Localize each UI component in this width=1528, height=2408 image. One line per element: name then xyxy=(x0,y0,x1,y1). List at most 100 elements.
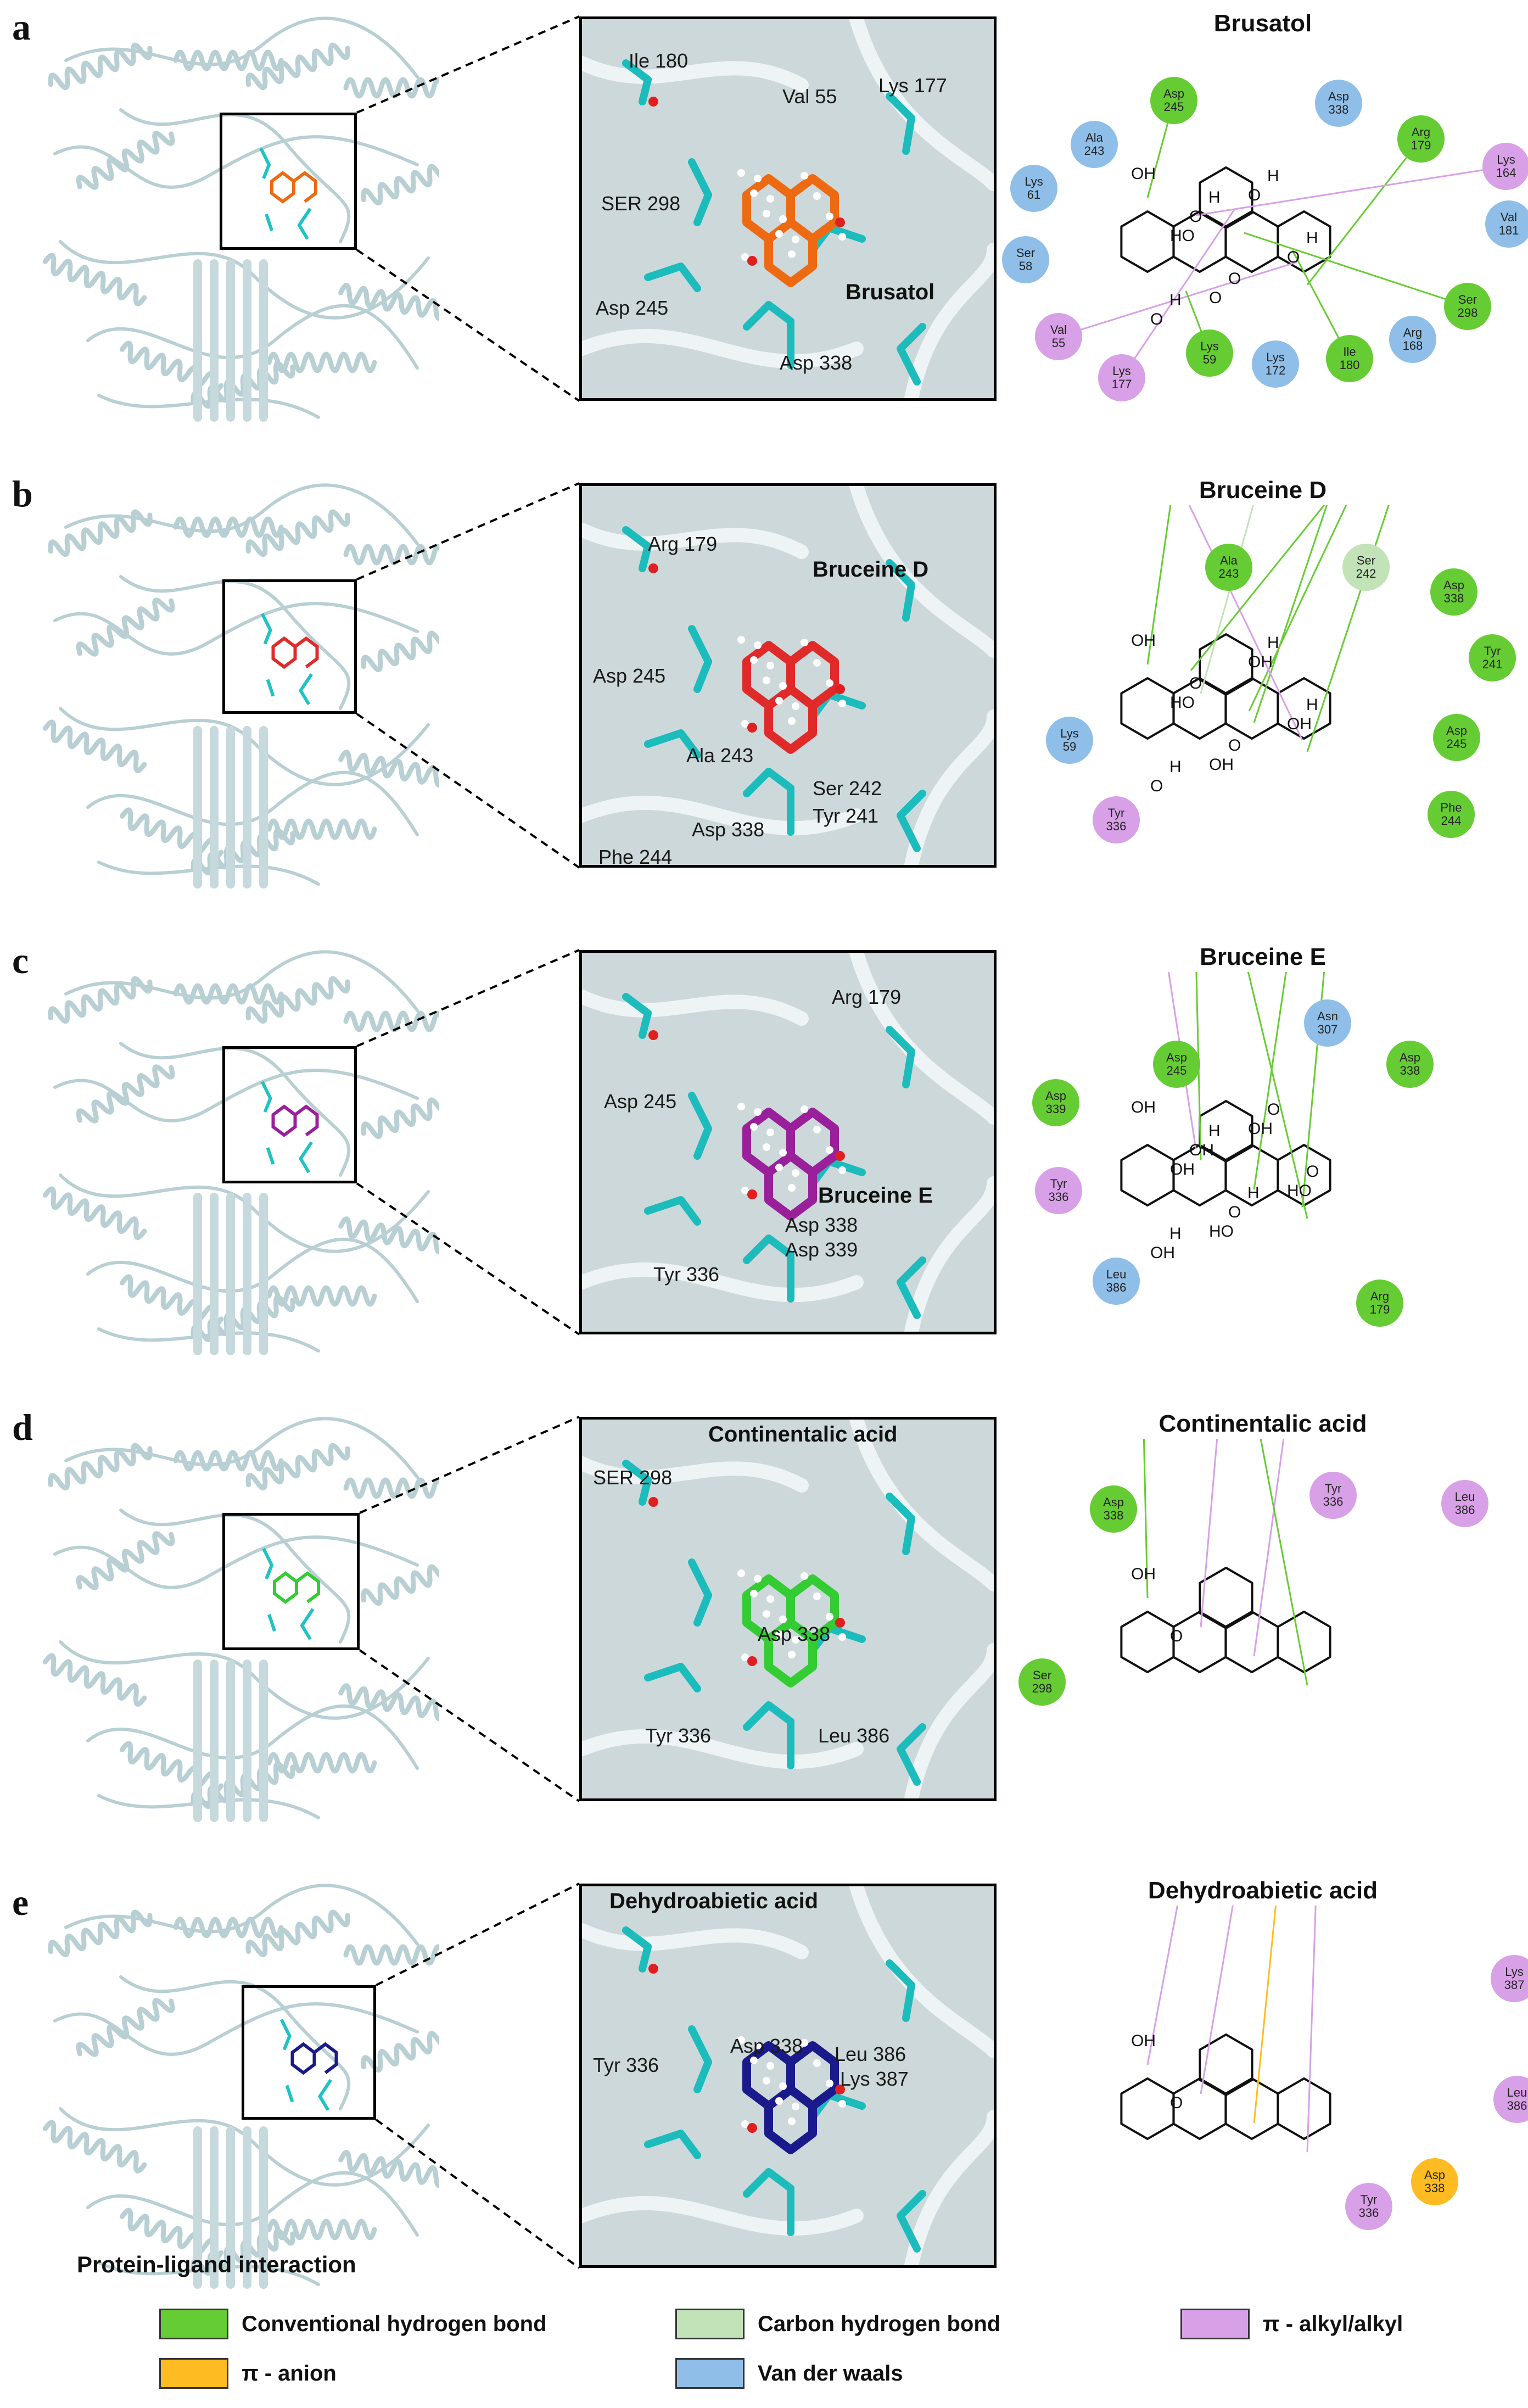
legend-label: π - alkyl/alkyl xyxy=(1263,2311,1403,2336)
residue-name: Lys xyxy=(1497,153,1515,166)
molecule-title: Continentalic acid xyxy=(1158,1410,1367,1437)
2d-interaction-diagram xyxy=(1058,100,1507,378)
residue-number: 58 xyxy=(1018,259,1033,273)
residue-number: 339 xyxy=(1045,1102,1066,1116)
residue-number: 387 xyxy=(1504,1978,1525,1992)
atom-label: OH xyxy=(1131,165,1156,183)
legend-item: Conventional hydrogen bond xyxy=(159,2306,547,2342)
inset-ligand-label: Bruceine D xyxy=(813,557,929,582)
residue-name: Ser xyxy=(1458,293,1477,306)
inset-residue-label: Asp 338 xyxy=(692,818,765,841)
residue-name: Lys xyxy=(1112,364,1131,378)
inset-residue-label: Arg 179 xyxy=(648,533,718,555)
inset-residue-label: Asp 339 xyxy=(785,1238,858,1261)
legend-swatch xyxy=(675,2309,745,2339)
protein-structure-image xyxy=(42,1884,439,2289)
residue-number: 336 xyxy=(1048,1190,1069,1204)
protein-structure-image xyxy=(42,1417,439,1822)
zoom-region-box xyxy=(222,1513,360,1650)
atom-label: O xyxy=(1228,1203,1241,1221)
atom-label: H xyxy=(1267,167,1279,185)
legend-item: π - anion xyxy=(159,2356,337,2391)
zoom-leader-lines xyxy=(359,1416,580,1802)
atom-label: OH xyxy=(1131,1098,1156,1116)
atom-label: H xyxy=(1267,634,1279,652)
residue-number: 245 xyxy=(1446,737,1467,751)
legend-swatch xyxy=(675,2358,745,2389)
atom-label: H xyxy=(1306,696,1318,714)
residue-number: 59 xyxy=(1202,353,1217,366)
legend-item: π - alkyl/alkyl xyxy=(1180,2306,1403,2342)
inset-residue-label: Leu 386 xyxy=(818,1724,890,1747)
molecule-title: Bruceine D xyxy=(1199,477,1327,504)
residue-number: 243 xyxy=(1084,144,1105,158)
2d-interaction-diagram xyxy=(1120,972,1331,1219)
atom-label: OH xyxy=(1287,715,1312,733)
inset-residue-label: Ala 243 xyxy=(686,744,754,767)
atom-label: O xyxy=(1170,1627,1183,1645)
panel-letter: d xyxy=(12,1406,33,1448)
residue-number: 336 xyxy=(1358,2206,1379,2220)
residue-name: Tyr xyxy=(1360,2193,1378,2206)
legend-swatch xyxy=(1180,2309,1250,2339)
atom-label: O xyxy=(1150,310,1163,328)
atom-label: OH xyxy=(1131,632,1156,650)
residue-number: 338 xyxy=(1103,1509,1124,1522)
residue-name: Asp xyxy=(1424,2168,1445,2182)
inset-residue-label: Lys 177 xyxy=(878,74,947,97)
atom-label: OH xyxy=(1248,653,1273,671)
residue-name: Asp xyxy=(1103,1495,1124,1509)
residue-name: Ser xyxy=(1016,246,1036,260)
atom-label: H xyxy=(1169,758,1182,776)
residue-name: Asp xyxy=(1400,1051,1420,1064)
inset-residue-label: Asp 338 xyxy=(730,2035,803,2057)
atom-label: O xyxy=(1189,208,1202,226)
residue-name: Tyr xyxy=(1107,806,1125,820)
residue-name: Lys xyxy=(1505,1965,1524,1979)
inset-ligand-label: Brusatol xyxy=(846,280,935,304)
residue-name: Tyr xyxy=(1050,1177,1067,1191)
residue-number: 61 xyxy=(1027,188,1041,202)
zoom-region-box xyxy=(220,113,357,250)
zoom-leader-lines xyxy=(356,482,580,869)
atom-label: H xyxy=(1169,291,1182,309)
2d-interaction-diagram xyxy=(1120,505,1390,752)
inset-residue-label: Asp 338 xyxy=(785,1214,858,1236)
atom-label: OH xyxy=(1209,756,1234,774)
residue-name: Lys xyxy=(1266,350,1285,364)
2d-interaction-diagram xyxy=(1120,1439,1331,1686)
atom-label: H xyxy=(1208,188,1221,206)
atom-label: O xyxy=(1170,2094,1183,2112)
residue-number: 243 xyxy=(1218,567,1239,580)
residue-name: Leu xyxy=(1106,1267,1127,1281)
inset-residue-label: Val 55 xyxy=(782,85,837,108)
atom-label: O xyxy=(1267,1100,1280,1119)
legend-label: Van der waals xyxy=(758,2361,903,2385)
residue-name: Asp xyxy=(1443,578,1464,592)
panel-letter: b xyxy=(12,473,33,515)
atom-label: HO xyxy=(1170,694,1195,712)
inset-residue-label: Ser 242 xyxy=(813,777,882,800)
residue-number: 336 xyxy=(1323,1495,1344,1509)
residue-number: 386 xyxy=(1106,1281,1127,1294)
zoom-leader-lines xyxy=(356,15,580,402)
residue-number: 245 xyxy=(1163,100,1184,114)
zoom-region-box xyxy=(222,579,357,714)
inset-residue-label: Asp 245 xyxy=(604,1090,677,1113)
legend-label: Carbon hydrogen bond xyxy=(758,2311,1001,2336)
